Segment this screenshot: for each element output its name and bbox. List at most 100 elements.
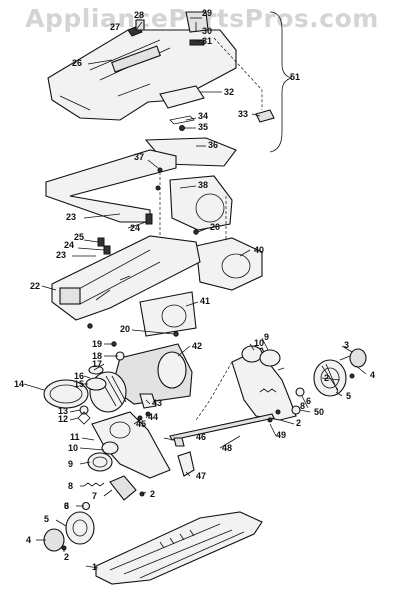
cover-slot xyxy=(111,45,161,73)
callout-5: 5 xyxy=(346,391,351,401)
callout-46: 46 xyxy=(196,432,206,442)
pedal-7[interactable] xyxy=(109,475,137,501)
callout-32: 32 xyxy=(224,87,234,97)
drive-belt[interactable] xyxy=(43,379,89,409)
clip-3[interactable] xyxy=(339,355,351,361)
callout-44: 44 xyxy=(148,412,158,422)
callout-16: 16 xyxy=(74,371,84,381)
bracket-46[interactable] xyxy=(173,437,185,447)
callout-15: 15 xyxy=(74,379,84,389)
callout-35: 35 xyxy=(198,122,208,132)
callout-9: 9 xyxy=(264,332,269,342)
callout-8: 8 xyxy=(68,481,73,491)
callout-51: 51 xyxy=(290,72,300,82)
callout-36: 36 xyxy=(208,140,218,150)
callout-34: 34 xyxy=(198,111,208,121)
wheel-5-left[interactable] xyxy=(65,511,95,545)
clip-33[interactable] xyxy=(255,109,275,123)
callout-2: 2 xyxy=(64,552,69,562)
spring-12[interactable] xyxy=(77,411,91,425)
callout-10: 10 xyxy=(68,443,78,453)
callout-3: 3 xyxy=(64,501,69,511)
screw-19[interactable] xyxy=(111,341,117,347)
callout-42: 42 xyxy=(192,341,202,351)
callout-17: 17 xyxy=(92,359,102,369)
callout-18: 18 xyxy=(92,351,102,361)
clip-25[interactable] xyxy=(97,237,105,247)
callout-37: 37 xyxy=(134,152,144,162)
washer-6[interactable] xyxy=(295,387,305,397)
callout-14: 14 xyxy=(14,379,24,389)
callout-28: 28 xyxy=(134,10,144,20)
screw-20a[interactable] xyxy=(193,229,199,235)
fan-17[interactable] xyxy=(88,365,104,375)
callout-10: 10 xyxy=(254,338,264,348)
callout-2: 2 xyxy=(150,489,155,499)
motor-cover[interactable] xyxy=(169,175,233,231)
callout-20: 20 xyxy=(210,222,220,232)
bearing-13[interactable] xyxy=(79,405,89,415)
callout-24: 24 xyxy=(130,223,140,233)
clip-24[interactable] xyxy=(145,213,153,225)
group-bracket xyxy=(269,11,293,153)
callout-6: 6 xyxy=(306,396,311,406)
callout-4: 4 xyxy=(26,535,31,545)
washer-50[interactable] xyxy=(291,405,301,415)
callout-45: 45 xyxy=(136,419,146,429)
callout-5: 5 xyxy=(44,514,49,524)
callout-50: 50 xyxy=(314,407,324,417)
callout-4: 4 xyxy=(370,370,375,380)
callout-40: 40 xyxy=(254,245,264,255)
screw-20c[interactable] xyxy=(173,331,179,337)
screw-35[interactable] xyxy=(179,125,185,131)
callout-1: 1 xyxy=(92,562,97,572)
spring-8[interactable] xyxy=(259,388,277,393)
callout-23: 23 xyxy=(56,250,66,260)
bag-housing-frame[interactable] xyxy=(45,149,177,223)
base-plate[interactable] xyxy=(95,511,263,585)
callout-26: 26 xyxy=(72,58,82,68)
screw-20b[interactable] xyxy=(87,323,93,329)
callout-6: 6 xyxy=(64,501,69,511)
gear-10-left[interactable] xyxy=(101,441,119,455)
fan-15[interactable] xyxy=(85,377,107,391)
callout-47: 47 xyxy=(196,471,206,481)
handle-latch[interactable] xyxy=(185,11,209,33)
rim-9[interactable] xyxy=(259,349,281,367)
motor-housing[interactable] xyxy=(195,237,263,291)
hose-cover-32[interactable] xyxy=(159,85,205,109)
gasket-plate[interactable] xyxy=(139,291,197,337)
callout-41: 41 xyxy=(200,296,210,306)
bracket-43[interactable] xyxy=(139,393,157,409)
callout-7: 7 xyxy=(92,491,97,501)
callout-13: 13 xyxy=(58,406,68,416)
hubcap-4[interactable] xyxy=(349,348,367,368)
callout-23: 23 xyxy=(66,212,76,222)
callout-2: 2 xyxy=(296,418,301,428)
leader-lines xyxy=(23,17,367,569)
spring-34[interactable] xyxy=(169,115,195,125)
spring-8-left[interactable] xyxy=(83,482,105,487)
clip-24b[interactable] xyxy=(103,245,111,255)
wheel-gear-10[interactable] xyxy=(241,345,263,363)
callout-25: 25 xyxy=(74,232,84,242)
callout-27: 27 xyxy=(110,22,120,32)
callout-48: 48 xyxy=(222,443,232,453)
callout-11: 11 xyxy=(70,432,80,442)
lever-47[interactable] xyxy=(177,451,195,477)
callout-2: 2 xyxy=(324,373,329,383)
callout-49: 49 xyxy=(276,430,286,440)
hubcap-4-left[interactable] xyxy=(43,528,65,552)
latch-spring[interactable] xyxy=(189,39,205,46)
callout-12: 12 xyxy=(58,414,68,424)
rim-9-left[interactable] xyxy=(87,452,113,472)
callout-9: 9 xyxy=(68,459,73,469)
axle-rod[interactable] xyxy=(169,413,275,441)
callout-33: 33 xyxy=(238,109,248,119)
callout-22: 22 xyxy=(30,281,40,291)
callout-20: 20 xyxy=(120,324,130,334)
callout-30: 30 xyxy=(202,26,212,36)
callout-3: 3 xyxy=(344,340,349,350)
